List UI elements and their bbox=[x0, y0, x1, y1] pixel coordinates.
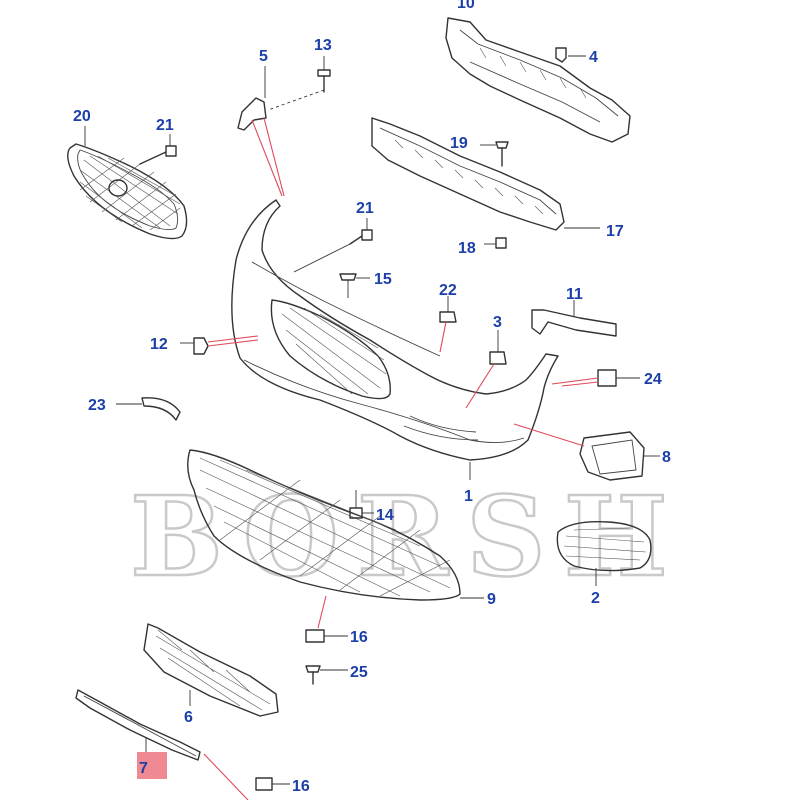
part-24-bracket bbox=[551, 369, 640, 387]
part-20-grille bbox=[67, 126, 188, 240]
callout-8: 8 bbox=[662, 449, 671, 466]
watermark-text: BORSH bbox=[130, 472, 686, 601]
callout-9: 9 bbox=[487, 591, 496, 608]
part-9-undertray bbox=[187, 449, 484, 629]
callout-5: 5 bbox=[259, 48, 268, 65]
callout-16-lower: 16 bbox=[292, 778, 310, 795]
callout-20: 20 bbox=[73, 108, 91, 125]
callout-17: 17 bbox=[606, 223, 624, 240]
part-1-bumper-cover bbox=[231, 199, 559, 480]
callout-21-mid: 21 bbox=[356, 200, 374, 217]
part-16-clip-lower bbox=[255, 777, 290, 791]
label-7-highlight bbox=[137, 752, 167, 779]
part-13-bolt bbox=[267, 56, 331, 111]
part-16-clip-upper bbox=[305, 629, 348, 643]
callout-19: 19 bbox=[450, 135, 468, 152]
part-21-bolt-top bbox=[139, 134, 177, 165]
callout-2: 2 bbox=[591, 590, 600, 607]
callout-13: 13 bbox=[314, 37, 332, 54]
part-3-cover bbox=[465, 330, 507, 409]
callout-11: 11 bbox=[566, 286, 583, 303]
part-8-fog-bezel bbox=[513, 423, 660, 481]
callout-25: 25 bbox=[350, 664, 368, 681]
callout-15: 15 bbox=[374, 271, 392, 288]
part-2-side-grille bbox=[556, 521, 652, 586]
callout-18: 18 bbox=[458, 240, 476, 257]
part-11-bracket bbox=[531, 300, 617, 337]
part-18-clip bbox=[484, 237, 507, 249]
part-19-bolt bbox=[480, 141, 509, 167]
part-17-reinforcement bbox=[371, 117, 600, 231]
callout-10: 10 bbox=[457, 0, 475, 12]
part-6-lower-grille bbox=[143, 623, 279, 717]
callout-1: 1 bbox=[464, 488, 473, 505]
callout-23: 23 bbox=[88, 397, 106, 414]
part-7-trim-strip bbox=[75, 689, 249, 800]
callout-4: 4 bbox=[589, 49, 598, 66]
callout-3: 3 bbox=[493, 314, 502, 331]
part-15-clip bbox=[339, 273, 370, 298]
part-10-upper-bracket bbox=[445, 17, 631, 143]
callout-7: 7 bbox=[139, 760, 148, 777]
part-23-trim bbox=[116, 397, 181, 421]
part-21-bolt-mid bbox=[293, 218, 373, 273]
callout-22: 22 bbox=[439, 282, 457, 299]
part-14-bolt bbox=[349, 490, 374, 519]
part-12-plug bbox=[180, 335, 259, 355]
part-22-bracket bbox=[439, 296, 457, 353]
callout-6: 6 bbox=[184, 709, 193, 726]
part-4-clip bbox=[555, 47, 586, 63]
callout-24: 24 bbox=[644, 371, 662, 388]
part-25-bolt bbox=[305, 665, 348, 685]
callout-21-top: 21 bbox=[156, 117, 174, 134]
callout-16-upper: 16 bbox=[350, 629, 368, 646]
callout-12: 12 bbox=[150, 336, 168, 353]
part-5-bracket bbox=[237, 66, 285, 197]
callout-14: 14 bbox=[376, 507, 394, 524]
